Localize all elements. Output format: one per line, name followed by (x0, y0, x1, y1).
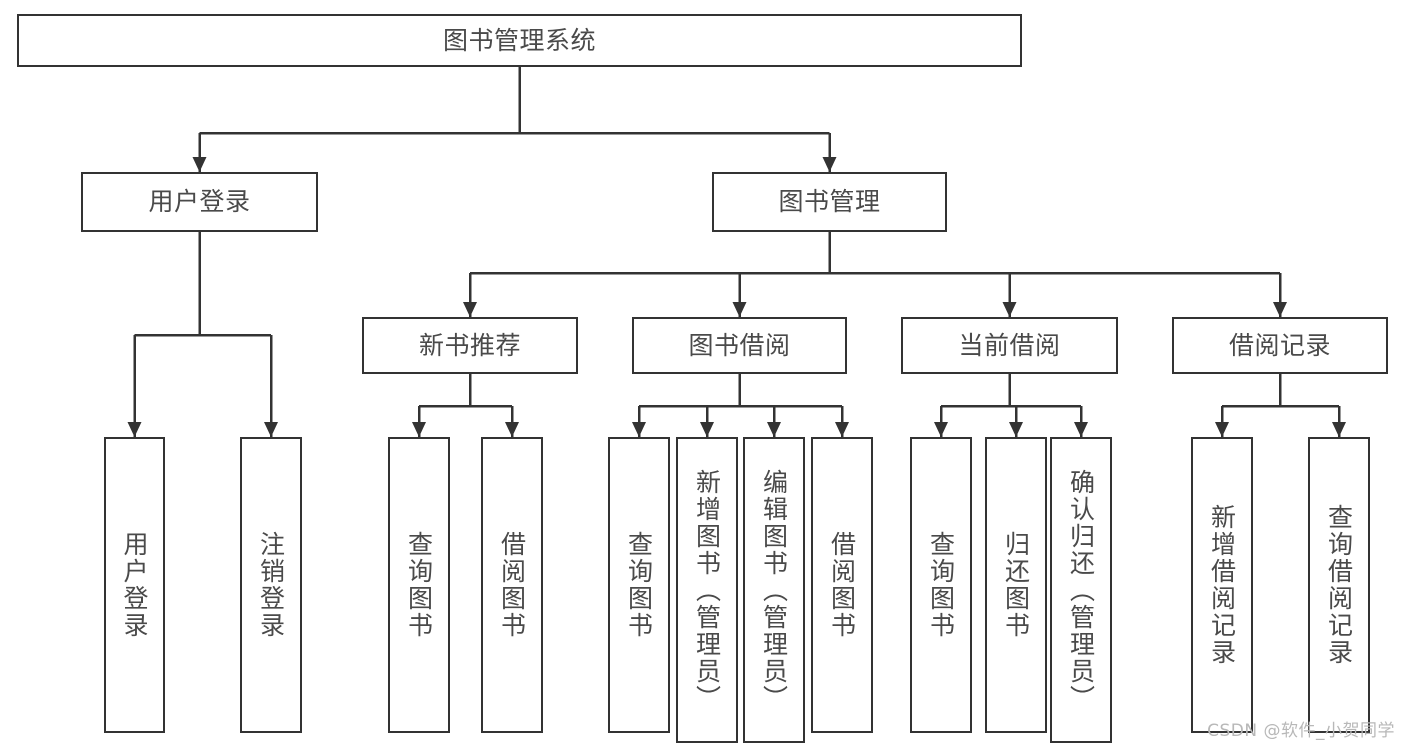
node-label: 新书推荐 (418, 330, 521, 360)
node-label: 注销登录 (256, 531, 286, 639)
node-records[interactable]: 借阅记录 (1172, 317, 1388, 374)
node-label: 借阅记录 (1228, 330, 1331, 360)
node-leaf9[interactable]: 查询图书 (910, 437, 972, 733)
node-label: 当前借阅 (958, 330, 1061, 360)
node-label: 查询图书 (926, 531, 956, 639)
node-leaf13[interactable]: 查询借阅记录 (1308, 437, 1370, 733)
node-root[interactable]: 图书管理系统 (17, 14, 1022, 67)
node-label: 确认归还（管理员） (1066, 468, 1096, 712)
node-label: 借阅图书 (827, 531, 857, 639)
node-bookmgmt[interactable]: 图书管理 (712, 172, 947, 232)
node-label: 查询图书 (404, 531, 434, 639)
node-label: 图书借阅 (688, 330, 791, 360)
node-label: 新增图书（管理员） (692, 468, 722, 712)
node-label: 查询借阅记录 (1324, 504, 1354, 666)
node-label: 用户登录 (148, 187, 251, 216)
node-leaf12[interactable]: 新增借阅记录 (1191, 437, 1253, 733)
node-borrow[interactable]: 图书借阅 (632, 317, 847, 374)
node-label: 编辑图书（管理员） (759, 468, 789, 712)
node-leaf11[interactable]: 确认归还（管理员） (1050, 437, 1112, 743)
node-leaf8[interactable]: 借阅图书 (811, 437, 873, 733)
node-leaf2[interactable]: 注销登录 (240, 437, 302, 733)
node-label: 归还图书 (1001, 531, 1031, 639)
node-leaf4[interactable]: 借阅图书 (481, 437, 543, 733)
node-leaf10[interactable]: 归还图书 (985, 437, 1047, 733)
node-label: 借阅图书 (497, 531, 527, 639)
node-leaf5[interactable]: 查询图书 (608, 437, 670, 733)
node-newbook[interactable]: 新书推荐 (362, 317, 578, 374)
node-label: 图书管理 (778, 187, 881, 216)
node-current[interactable]: 当前借阅 (901, 317, 1118, 374)
node-leaf7[interactable]: 编辑图书（管理员） (743, 437, 805, 743)
node-leaf3[interactable]: 查询图书 (388, 437, 450, 733)
node-label: 新增借阅记录 (1207, 504, 1237, 666)
node-label: 用户登录 (120, 531, 149, 639)
node-label: 查询图书 (624, 531, 654, 639)
node-leaf1[interactable]: 用户登录 (104, 437, 165, 733)
node-login[interactable]: 用户登录 (81, 172, 318, 232)
watermark-label: CSDN @软件_小贺同学 (1207, 721, 1395, 741)
node-label: 图书管理系统 (442, 25, 596, 55)
node-leaf6[interactable]: 新增图书（管理员） (676, 437, 738, 743)
